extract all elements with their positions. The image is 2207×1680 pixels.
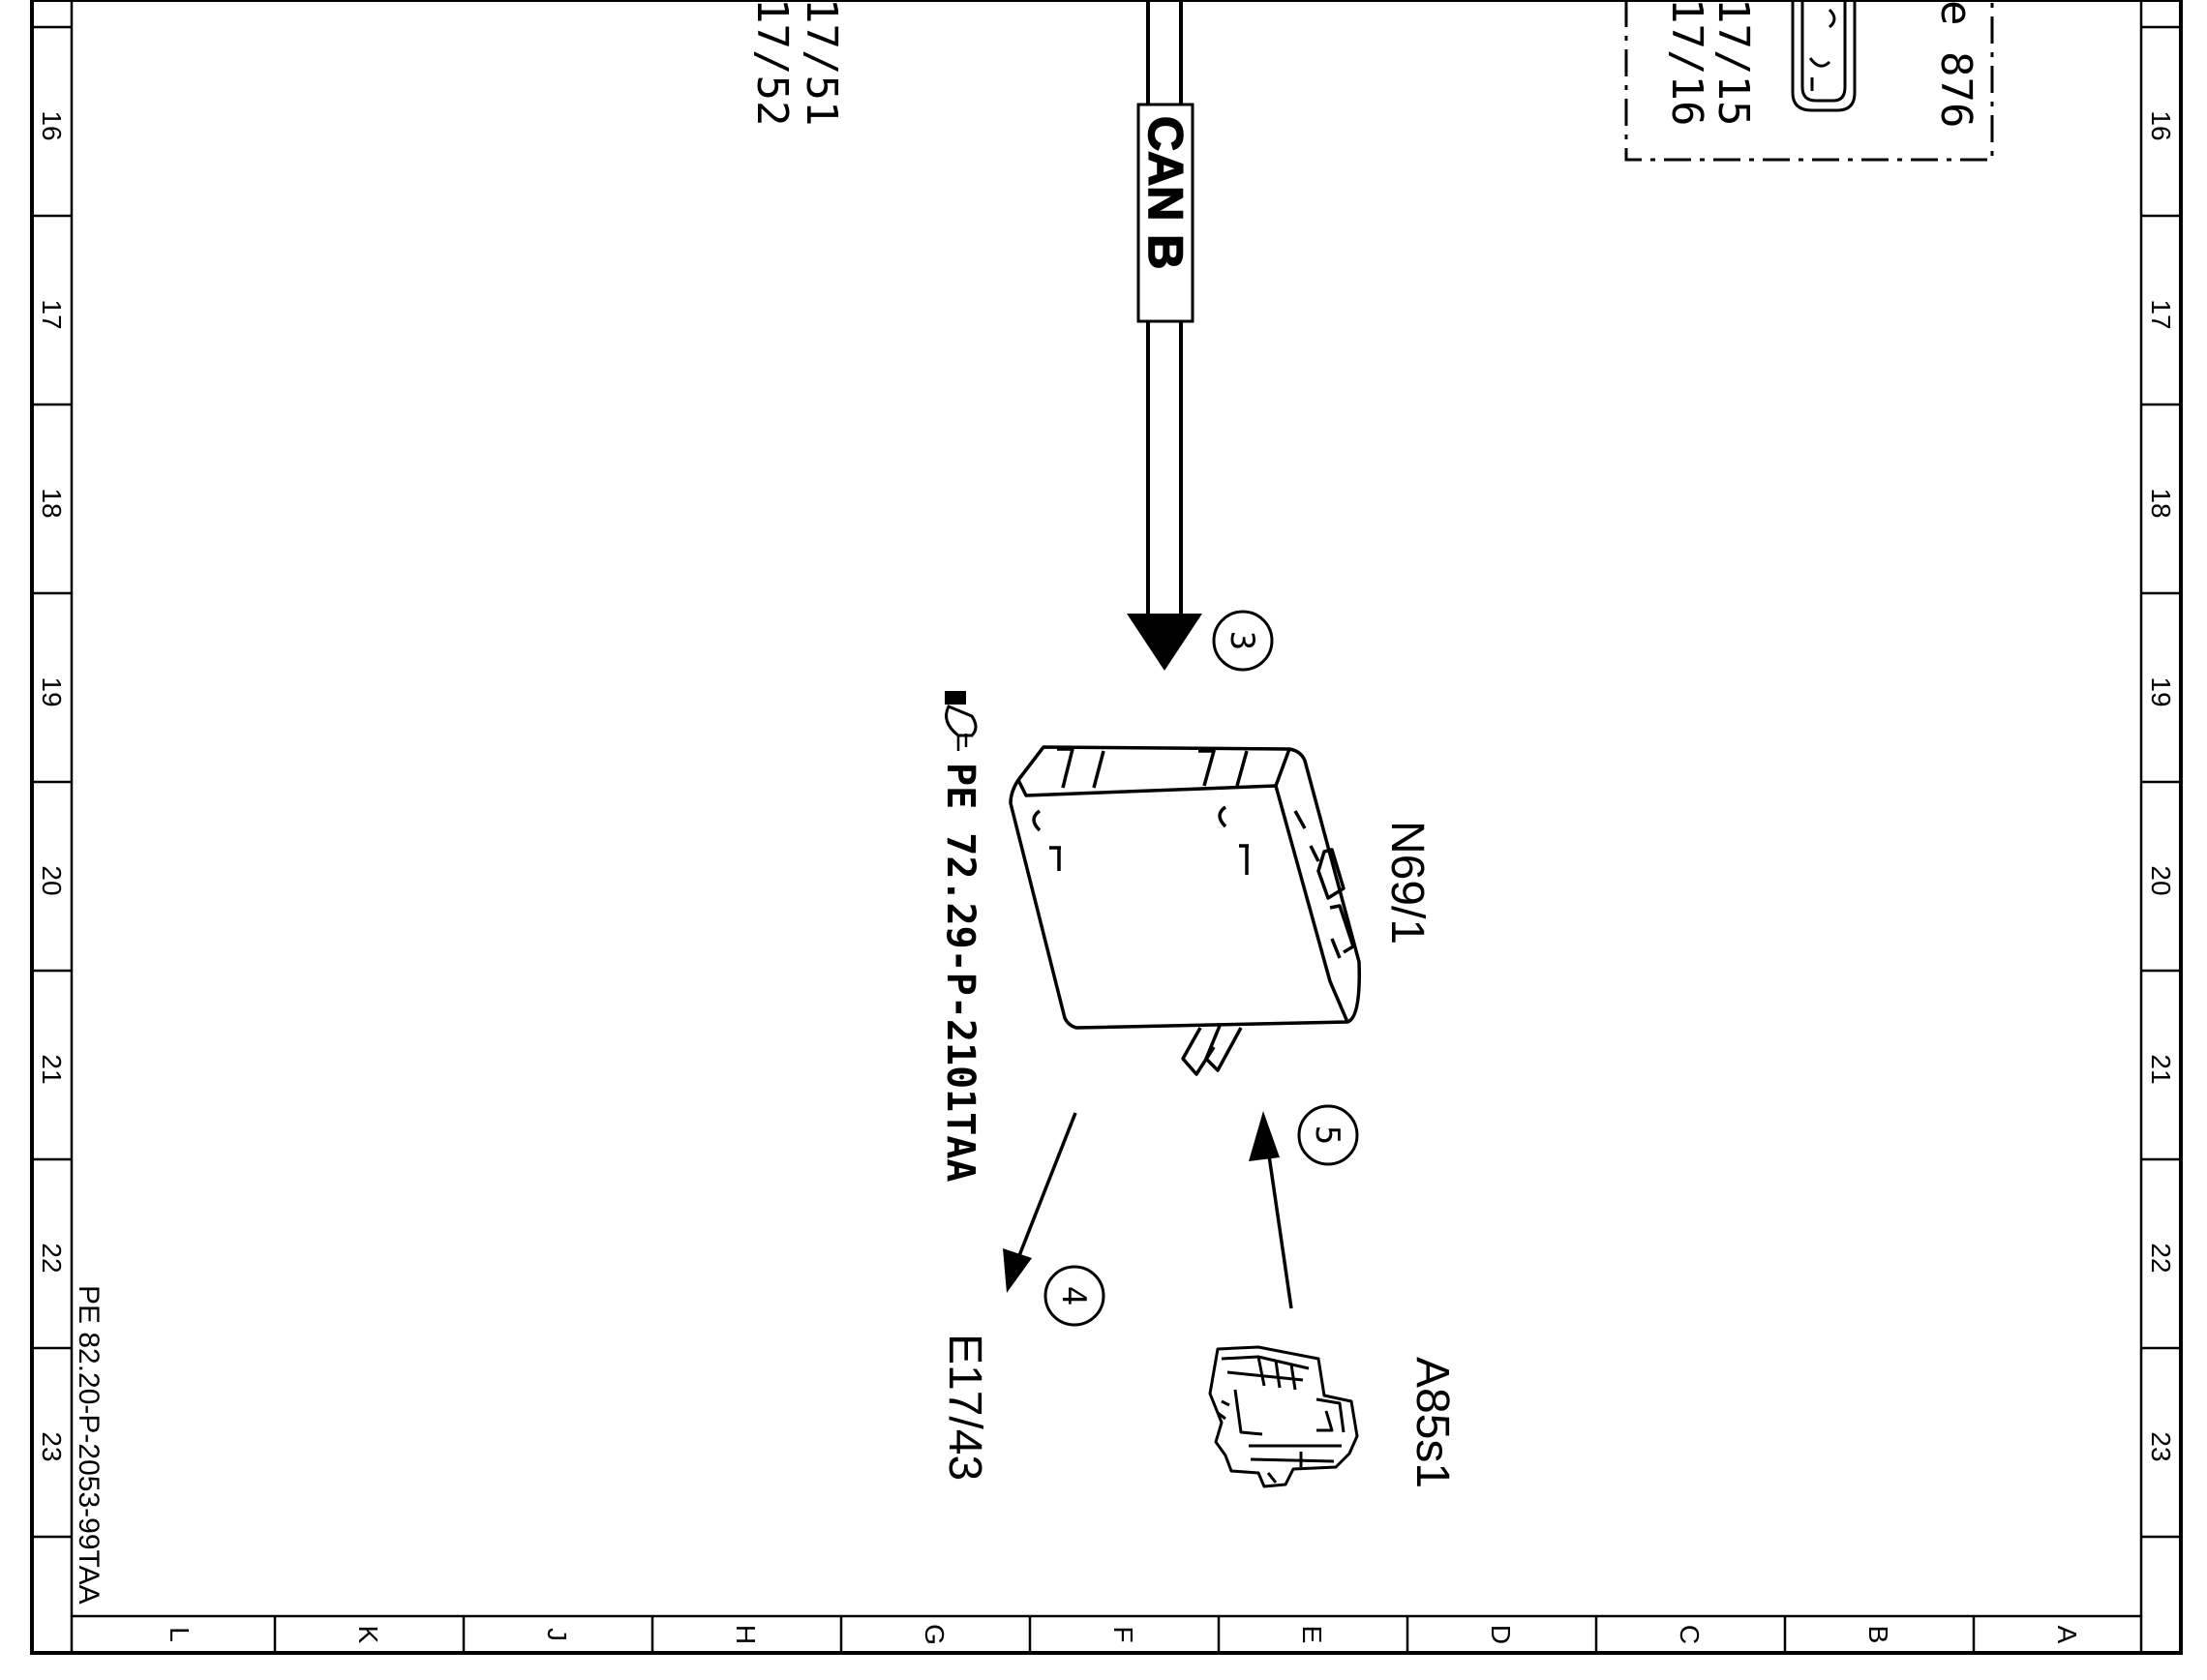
can-b-bus: CAN B [1127, 0, 1202, 671]
right-ruler-label: 19 [2146, 676, 2176, 706]
module-n69-1-drawing [1009, 745, 1361, 1076]
bottom-ruler-label: B [1863, 1626, 1893, 1644]
fuse-component-sketch [1791, 0, 1857, 112]
left-ruler-label: 19 [37, 676, 67, 706]
callout-5-number: 5 [1308, 1125, 1346, 1145]
bottom-ruler-label: H [731, 1625, 761, 1644]
module-label: N69/1 [1381, 821, 1433, 945]
outer-frame [30, 0, 2183, 1655]
left-ruler-label: 16 [37, 110, 67, 140]
can-b-arrowhead [1127, 614, 1202, 671]
dashed-box [1624, 0, 1994, 162]
callout-3: 3 [1212, 610, 1274, 672]
right-ruler-label: 23 [2146, 1431, 2176, 1461]
right-ruler-label: 21 [2146, 1054, 2176, 1084]
switch-a85s1-drawing [1208, 1345, 1359, 1488]
bottom-ruler-label: J [542, 1628, 572, 1641]
left-ruler-label: 21 [37, 1054, 67, 1084]
callout-3-number: 3 [1223, 631, 1261, 650]
arrow-to-lamp [1003, 1112, 1077, 1293]
bottom-ruler-label: D [1486, 1625, 1516, 1644]
bottom-ruler-label: C [1675, 1625, 1705, 1644]
bottom-ruler-label: K [353, 1626, 383, 1644]
right-ruler-label: 18 [2146, 488, 2176, 518]
inner-frame [70, 0, 2143, 1618]
bottom-ruler-label: E [1297, 1626, 1327, 1644]
switch-label: A85s1 [1406, 1357, 1458, 1488]
callout-4-number: 4 [1054, 1286, 1093, 1305]
right-ruler-label: 16 [2146, 110, 2176, 140]
can-b-label: CAN B [1138, 116, 1193, 269]
right-ruler-label: 20 [2146, 865, 2176, 895]
arrow-from-switch [1249, 1111, 1293, 1309]
top-left-ref-1: 17/51 [797, 0, 846, 126]
bottom-ruler-label: F [1108, 1626, 1138, 1642]
lamp-label: E17/43 [939, 1334, 990, 1481]
bottom-ruler-label: A [2052, 1626, 2082, 1644]
document-code: PE 82.20-P-2053-99TAA [73, 1285, 105, 1605]
bottom-ruler-label: G [920, 1624, 950, 1645]
top-left-ref-2: 17/52 [747, 0, 797, 126]
left-ruler-label: 22 [37, 1243, 67, 1273]
left-ruler-label: 18 [37, 488, 67, 518]
callout-5: 5 [1297, 1104, 1359, 1166]
right-ruler-label: 17 [2146, 299, 2176, 329]
left-ruler-label: 23 [37, 1431, 67, 1461]
module-reference: PE 72.29-P-2101TAA [938, 763, 983, 1182]
left-ruler: 16 17 18 19 20 21 22 23 [32, 25, 72, 1539]
left-ruler-label: 17 [37, 299, 67, 329]
callout-4: 4 [1043, 1265, 1105, 1327]
left-ruler-label: 20 [37, 865, 67, 895]
right-ruler: 16 17 18 19 20 21 22 23 [2141, 25, 2181, 1539]
bottom-ruler-label: L [165, 1627, 195, 1642]
top-right-ref-1: 17/15 [1708, 0, 1758, 126]
top-right-ref-3: e 876 [1931, 0, 1980, 128]
hand-pointer-icon [945, 691, 978, 751]
right-ruler-label: 22 [2146, 1243, 2176, 1273]
top-right-ref-2: 17/16 [1662, 0, 1711, 126]
can-b-label-box [1136, 103, 1194, 323]
